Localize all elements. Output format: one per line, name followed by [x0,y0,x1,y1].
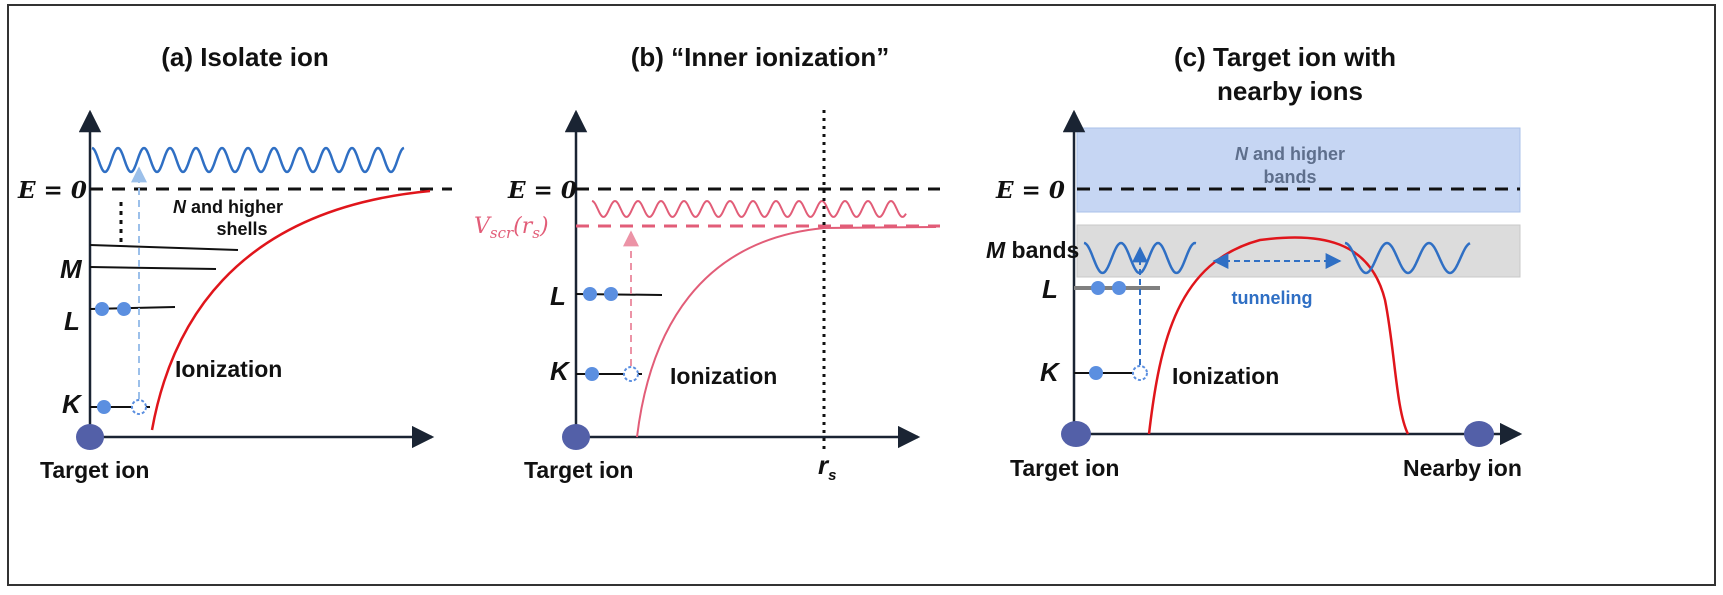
panel-b-electron-l2 [604,287,618,301]
panel-a-hole-k [131,399,147,415]
panel-b-e0-label: E = 0 [507,177,577,204]
panel-a-target-label: Target ion [40,457,149,483]
panel-a-potential-curve [150,189,431,431]
panel-b-electron-k [585,367,599,381]
panel-b-level-l: L [550,281,566,311]
panel-a-ionization-label: Ionization [175,356,282,382]
panel-a-shells-label-line2: shells [216,219,267,239]
panel-b-ionization-label: Ionization [670,363,777,389]
panel-c-level-l: L [1042,274,1058,304]
panel-b-continuum-wave [591,199,907,218]
panel-a-target-ion [76,424,104,450]
panel-c-tunneling-label: tunneling [1232,288,1313,308]
panel-b-level-k: K [550,356,571,386]
panel-a: (a) Isolate ion E = 0 M L K N and higher [17,42,452,483]
panel-c-level-k: K [1040,357,1061,387]
panel-b: (b) “Inner ionization” E = 0 Vscr(rs) rs… [474,42,940,484]
panel-b-vscr-label: Vscr(rs) [474,214,549,242]
panel-c-ionization-label: Ionization [1172,363,1279,389]
panel-c-wave-right [1344,241,1471,275]
panel-a-level-k: K [62,389,83,419]
panel-a-electron-l2 [117,302,131,316]
panel-c-e0-label: E = 0 [995,177,1065,204]
panel-c-electron-l1 [1091,281,1105,295]
panel-c-electron-l2 [1112,281,1126,295]
panel-c-electron-k [1089,366,1103,380]
panel-c-title-line1: (c) Target ion with [1174,42,1396,72]
panel-a-level-m: M [60,254,83,284]
figure-border [7,4,1716,586]
panel-b-potential-curve [636,226,937,438]
panel-c: (c) Target ion with nearby ions N and hi… [986,42,1523,481]
panel-a-title: (a) Isolate ion [161,42,329,72]
panel-b-target-label: Target ion [524,457,633,483]
panel-a-shells-label: N and higher [173,197,283,217]
panel-c-title-line2: nearby ions [1217,76,1363,106]
panel-a-electron-k [97,400,111,414]
panel-c-n-bands-label-line2: bands [1263,167,1316,187]
panel-b-target-ion [562,424,590,450]
panel-c-nearby-label: Nearby ion [1403,455,1522,481]
panel-b-electron-l1 [583,287,597,301]
panel-c-target-label: Target ion [1010,455,1119,481]
panel-a-n-shell-line [89,244,239,251]
panel-b-title: (b) “Inner ionization” [631,42,890,72]
panel-c-barrier-curve [1147,236,1410,435]
panel-c-hole-k [1132,365,1148,381]
panel-a-e0-label: E = 0 [17,177,87,204]
panel-c-nearby-ion [1464,421,1494,447]
panel-c-n-bands-box [1076,127,1521,213]
panel-a-electron-l1 [95,302,109,316]
panel-b-rs-label: rs [818,450,836,484]
panel-c-target-ion [1061,421,1091,447]
panel-c-n-bands-label: N and higher [1235,144,1345,164]
panel-a-m-shell-line [89,266,217,270]
panel-a-level-l: L [64,306,80,336]
panel-a-continuum-wave [91,146,405,174]
panel-b-hole-k [623,366,639,382]
panel-c-m-bands-label: M bands [986,237,1079,263]
